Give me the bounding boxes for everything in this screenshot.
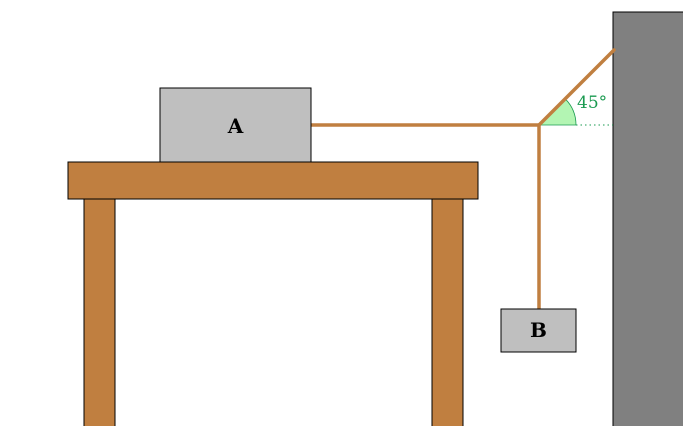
wall xyxy=(612,11,683,426)
table-leg-right xyxy=(431,197,464,426)
block-b xyxy=(500,308,577,353)
table-leg-left xyxy=(83,197,116,426)
block-a xyxy=(159,87,312,163)
rope-angled xyxy=(537,48,616,127)
angle-label: 45° xyxy=(577,93,607,113)
table-top xyxy=(67,161,479,200)
block-a-label: A xyxy=(227,114,244,138)
block-b-label: B xyxy=(530,318,547,342)
